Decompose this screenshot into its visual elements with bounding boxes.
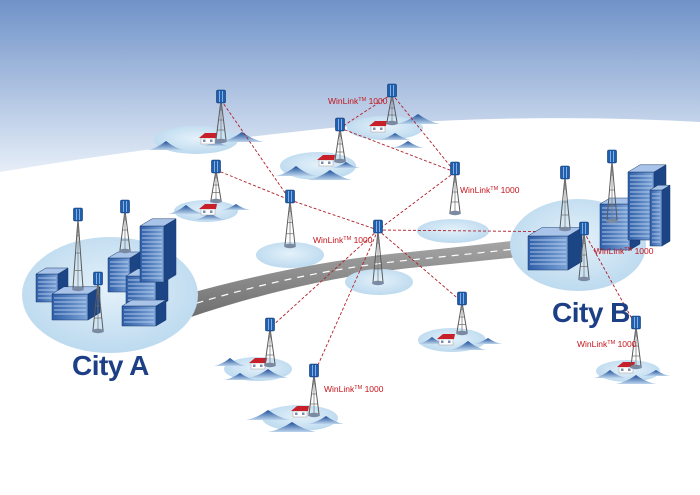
winlink-label-center: WinLinkTM 1000: [313, 235, 373, 245]
antenna-tower-icon: [119, 199, 131, 254]
wireless-link: [289, 199, 379, 231]
antenna-tower-icon: [449, 161, 461, 216]
office-building-icon: [527, 227, 583, 271]
hill-icon: [474, 338, 502, 344]
hill-icon: [379, 133, 411, 140]
antenna-tower-icon: [630, 315, 642, 370]
wireless-link: [377, 229, 463, 303]
antenna-tower-icon: [92, 271, 104, 334]
wireless-link: [583, 231, 637, 327]
hill-icon: [308, 170, 352, 180]
buildings: [35, 164, 671, 327]
antenna-tower-icon: [559, 165, 571, 232]
house-icon: [199, 204, 217, 216]
hill-icon: [204, 140, 228, 146]
hill-icon: [308, 416, 344, 424]
winlink-label-city-b: WinLinkTM 1000: [594, 246, 654, 256]
hill-icon: [642, 370, 670, 376]
houses: [199, 121, 635, 418]
office-building-icon: [51, 286, 101, 321]
hill-icon: [392, 141, 424, 148]
house-icon: [291, 406, 309, 418]
house-icon: [617, 362, 635, 374]
winlink-label-east: WinLinkTM 1000: [577, 339, 637, 349]
hill-icon: [616, 375, 656, 384]
city-b-label: City B: [552, 297, 630, 328]
house-icon: [199, 133, 217, 145]
city-a-label: City A: [72, 350, 149, 381]
hill-icon: [148, 141, 184, 150]
antenna-towers: [72, 83, 642, 418]
antenna-tower-icon: [606, 149, 618, 224]
office-building-icon: [649, 184, 671, 247]
house-icon: [249, 358, 267, 370]
antenna-tower-icon: [284, 189, 296, 249]
wireless-link: [269, 229, 379, 329]
hill-icon: [214, 358, 246, 366]
winlink-label-south: WinLinkTM 1000: [324, 384, 384, 394]
antenna-tower-icon: [72, 207, 84, 292]
wireless-link: [339, 127, 456, 173]
hill-icon: [168, 205, 204, 214]
hill-icon: [224, 373, 256, 380]
hill-icon: [246, 410, 290, 420]
site-disc: [256, 242, 324, 268]
office-building-icon: [139, 218, 177, 283]
house-icon: [369, 121, 387, 133]
hill-icon: [222, 204, 250, 210]
hill-icon: [194, 213, 226, 220]
antenna-tower-icon: [210, 159, 222, 204]
hill-icon: [276, 166, 316, 176]
hill-icon: [450, 341, 486, 350]
antenna-tower-icon: [334, 117, 346, 164]
winlink-label-mid: WinLinkTM 1000: [460, 185, 520, 195]
antenna-tower-icon: [578, 221, 590, 282]
road: [180, 240, 528, 318]
winlink-label-top: WinLinkTM 1000: [328, 96, 388, 106]
wireless-link: [339, 93, 393, 129]
house-icon: [437, 334, 455, 346]
hill-icon: [332, 162, 360, 168]
hills: [148, 114, 670, 432]
wireless-link: [220, 99, 291, 201]
hill-icon: [396, 114, 440, 124]
wireless-link: [215, 169, 291, 201]
wireless-link: [377, 171, 456, 231]
antenna-tower-icon: [372, 219, 384, 286]
antenna-tower-icon: [264, 317, 276, 368]
hill-icon: [594, 370, 626, 378]
wireless-link: [391, 93, 456, 173]
wireless-link: [313, 229, 379, 375]
antenna-tower-icon: [308, 363, 320, 418]
antenna-tower-icon: [456, 291, 468, 336]
antenna-tower-icon: [386, 83, 398, 126]
antenna-tower-icon: [215, 89, 227, 144]
office-building-icon: [121, 299, 167, 327]
house-icon: [317, 155, 335, 167]
hill-icon: [248, 369, 288, 378]
hill-icon: [268, 422, 316, 432]
hill-icon: [220, 132, 264, 142]
